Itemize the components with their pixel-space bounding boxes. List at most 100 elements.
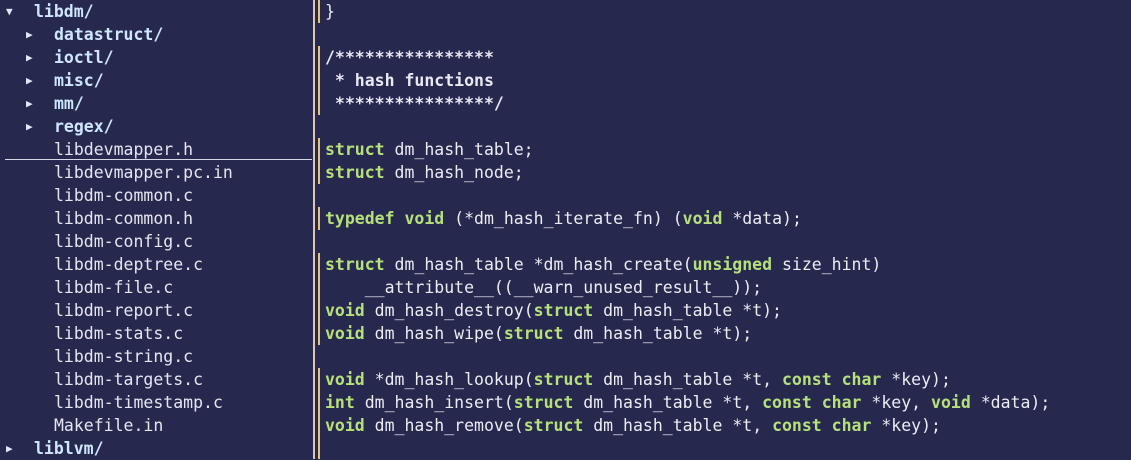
code-text: dm_hash_remove( xyxy=(364,416,524,435)
code-text xyxy=(395,209,405,228)
gutter-change-mark xyxy=(318,253,320,345)
tree-item-label: libdm-report.c xyxy=(54,301,194,320)
code-keyword: char xyxy=(831,416,872,435)
code-line[interactable]: void *dm_hash_lookup(struct dm_hash_tabl… xyxy=(325,368,951,391)
code-text: dm_hash_table; xyxy=(384,140,534,159)
pane-divider[interactable] xyxy=(313,0,315,459)
code-keyword: struct xyxy=(325,163,385,182)
tree-folder-item[interactable]: ▶ ioctl/ xyxy=(26,46,114,69)
tree-file-item[interactable]: libdm-deptree.c xyxy=(26,253,203,276)
code-keyword: struct xyxy=(533,301,594,320)
code-line[interactable]: * hash functions xyxy=(325,69,494,92)
tree-file-item[interactable]: libdm-timestamp.c xyxy=(26,391,223,414)
file-tree-pane[interactable]: ▼libdm/▶datastruct/▶ioctl/▶misc/▶mm/▶reg… xyxy=(0,0,312,459)
tree-folder-item[interactable]: ▼ libdm/ xyxy=(6,0,94,23)
tree-item-label: libdm-targets.c xyxy=(54,370,204,389)
code-line[interactable]: typedef void (*dm_hash_iterate_fn) (void… xyxy=(325,207,802,230)
code-text xyxy=(812,393,822,412)
code-keyword: void xyxy=(682,209,723,228)
code-text xyxy=(822,416,832,435)
tree-item-label: datastruct/ xyxy=(54,25,164,44)
collapsed-arrow-icon[interactable]: ▶ xyxy=(26,51,33,64)
code-keyword: struct xyxy=(325,140,385,159)
code-line[interactable]: ****************/ xyxy=(325,92,504,115)
code-keyword: void xyxy=(325,324,365,343)
code-line[interactable]: __attribute__((__warn_unused_result__)); xyxy=(325,276,762,299)
code-keyword: struct xyxy=(523,416,584,435)
tree-file-item[interactable]: libdm-config.c xyxy=(26,230,193,253)
tree-folder-item[interactable]: ▶ datastruct/ xyxy=(26,23,163,46)
tree-item-label: libdm/ xyxy=(34,2,94,21)
code-text: dm_hash_table *t, xyxy=(593,370,782,389)
tree-item-label: mm/ xyxy=(54,94,84,113)
code-line[interactable]: void dm_hash_wipe(struct dm_hash_table *… xyxy=(325,322,752,345)
tree-file-item[interactable]: libdevmapper.pc.in xyxy=(26,161,233,184)
collapsed-arrow-icon[interactable]: ▶ xyxy=(26,97,33,110)
collapsed-arrow-icon[interactable]: ▶ xyxy=(26,120,33,133)
tree-file-item[interactable]: libdm-file.c xyxy=(26,276,173,299)
code-keyword: void xyxy=(325,301,365,320)
code-keyword: const xyxy=(782,370,832,389)
code-text: *data); xyxy=(722,209,802,228)
gutter-change-mark xyxy=(318,0,320,23)
code-comment: /**************** xyxy=(325,48,494,67)
tree-item-label: Makefile.in xyxy=(54,416,164,435)
gutter-change-mark xyxy=(318,46,320,115)
tree-item-label: libdm-common.h xyxy=(54,209,194,228)
code-line[interactable]: /**************** xyxy=(325,46,494,69)
code-text: dm_hash_wipe( xyxy=(364,324,504,343)
tree-item-label: libdevmapper.h xyxy=(54,140,194,159)
gutter-change-mark xyxy=(318,207,320,230)
tree-file-item[interactable]: libdevmapper.h xyxy=(26,138,193,161)
collapsed-arrow-icon[interactable]: ▶ xyxy=(26,74,33,87)
tree-item-label: libdm-common.c xyxy=(54,186,194,205)
code-editor-pane[interactable]: } /**************** * hash functions ****… xyxy=(323,0,1131,459)
code-line[interactable]: void dm_hash_destroy(struct dm_hash_tabl… xyxy=(325,299,782,322)
collapsed-arrow-icon[interactable]: ▶ xyxy=(26,28,33,41)
code-keyword: unsigned xyxy=(692,255,773,274)
code-line[interactable]: } xyxy=(325,0,335,23)
code-text: __attribute__((__warn_unused_result__)); xyxy=(325,278,763,297)
tree-item-label: regex/ xyxy=(54,117,114,136)
tree-folder-item[interactable]: ▶ regex/ xyxy=(26,115,114,138)
code-line[interactable]: struct dm_hash_node; xyxy=(325,161,524,184)
code-text: *data); xyxy=(970,393,1051,412)
code-line[interactable]: struct dm_hash_table; xyxy=(325,138,534,161)
tree-cursor-line xyxy=(5,159,312,160)
tree-file-item[interactable]: Makefile.in xyxy=(26,414,163,437)
tree-folder-item[interactable]: ▶misc/ xyxy=(26,69,104,92)
code-line[interactable]: int dm_hash_insert(struct dm_hash_table … xyxy=(325,391,1050,414)
code-keyword: const xyxy=(762,393,812,412)
tree-file-item[interactable]: libdm-common.c xyxy=(26,184,193,207)
code-text: dm_hash_table *t, xyxy=(573,393,763,412)
code-text: dm_hash_table *dm_hash_create( xyxy=(384,255,693,274)
code-line[interactable]: void dm_hash_remove(struct dm_hash_table… xyxy=(325,414,941,437)
code-text: *dm_hash_lookup( xyxy=(364,370,534,389)
code-text: dm_hash_table *t); xyxy=(563,324,753,343)
tree-folder-item[interactable]: ▶liblvm/ xyxy=(6,437,104,460)
code-text: dm_hash_destroy( xyxy=(364,301,534,320)
tree-file-item[interactable]: libdm-string.c xyxy=(26,345,193,368)
code-text: } xyxy=(325,2,335,21)
code-keyword: const xyxy=(772,416,822,435)
git-gutter xyxy=(318,0,323,459)
tree-folder-item[interactable]: ▶ mm/ xyxy=(26,92,84,115)
code-text: *key, xyxy=(861,393,932,412)
tree-file-item[interactable]: libdm-report.c xyxy=(26,299,193,322)
expanded-arrow-icon[interactable]: ▼ xyxy=(6,5,13,18)
code-keyword: char xyxy=(841,370,882,389)
code-line[interactable]: struct dm_hash_table *dm_hash_create(uns… xyxy=(325,253,881,276)
tree-item-label: ioctl/ xyxy=(54,48,114,67)
code-keyword: struct xyxy=(533,370,594,389)
tree-item-label: libdm-config.c xyxy=(54,232,194,251)
collapsed-arrow-icon[interactable]: ▶ xyxy=(6,442,13,455)
code-keyword: void xyxy=(931,393,971,412)
code-text: *key); xyxy=(881,370,951,389)
tree-item-label: libdm-stats.c xyxy=(54,324,184,343)
tree-file-item[interactable]: libdm-targets.c xyxy=(26,368,203,391)
tree-file-item[interactable]: libdm-stats.c xyxy=(26,322,183,345)
code-keyword: void xyxy=(325,370,365,389)
gutter-change-mark xyxy=(318,138,320,184)
code-text: dm_hash_insert( xyxy=(354,393,514,412)
tree-file-item[interactable]: libdm-common.h xyxy=(26,207,193,230)
